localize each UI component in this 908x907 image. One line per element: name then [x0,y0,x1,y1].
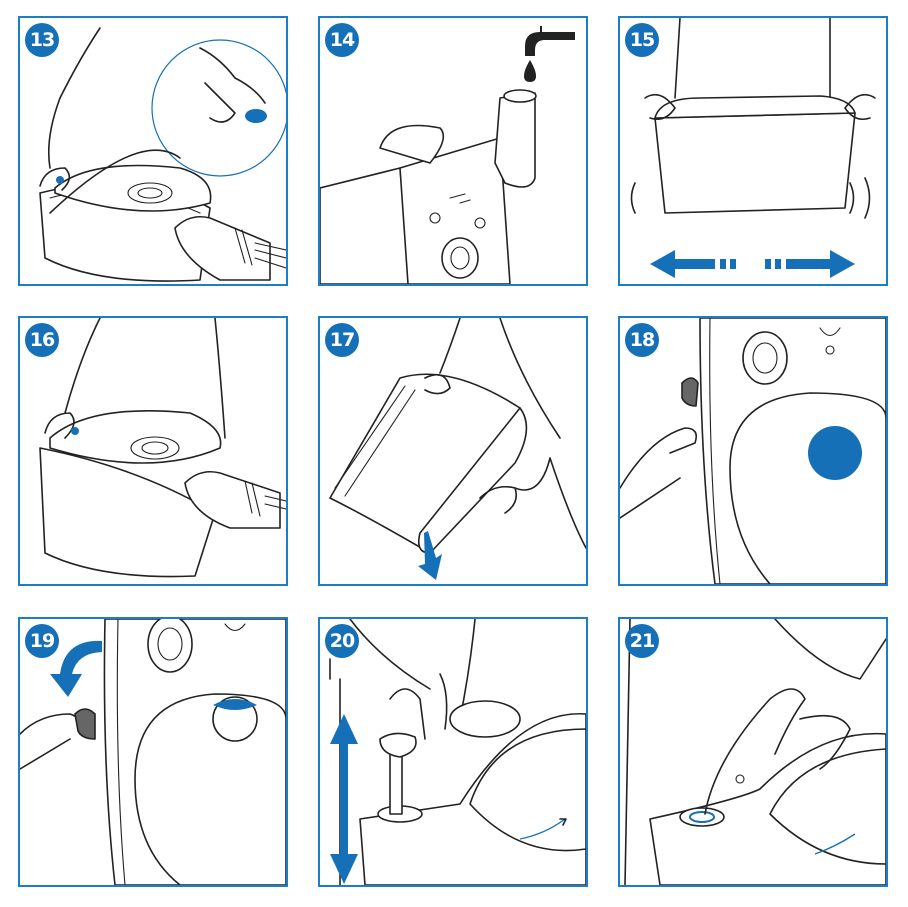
step-number-badge: 15 [625,23,659,57]
step-panel-16: 16 [18,316,288,586]
step-20-illustration [329,619,586,885]
rotate-arrow-icon [50,640,102,697]
step-number-badge: 18 [625,323,659,357]
step-panel-17: 17 [318,316,588,586]
step-number-badge: 13 [25,23,59,57]
arrow-down-icon [418,531,442,580]
arrow-up-icon [330,714,358,744]
step-number-badge: 17 [325,323,359,357]
step-panel-20: 20 [318,617,588,887]
step-number-badge: 16 [25,323,59,357]
arrow-left-icon [650,250,715,278]
step-panel-21: 21 [618,617,888,887]
step-panel-14: 14 [318,16,588,286]
step-number-badge: 19 [25,624,59,658]
step-panel-18: 18 [618,316,888,586]
step-number-badge: 20 [325,624,359,658]
step-panel-19: 19 [18,617,288,887]
step-14-illustration [320,26,575,284]
arrow-right-icon [786,250,855,278]
step-19-illustration [20,619,286,885]
step-number-badge: 14 [325,23,359,57]
step-18-illustration [620,318,886,584]
step-16-illustration [39,318,286,578]
step-number-badge: 21 [625,624,659,658]
step-13-illustration [39,27,286,282]
step-15-illustration [630,18,876,278]
step-panel-13: 13 [18,16,288,286]
step-21-illustration [624,619,886,885]
step-17-illustration [329,318,586,580]
step-panel-15: 15 [618,16,888,286]
faucet-icon [525,26,575,56]
arrow-down-icon [330,854,358,884]
